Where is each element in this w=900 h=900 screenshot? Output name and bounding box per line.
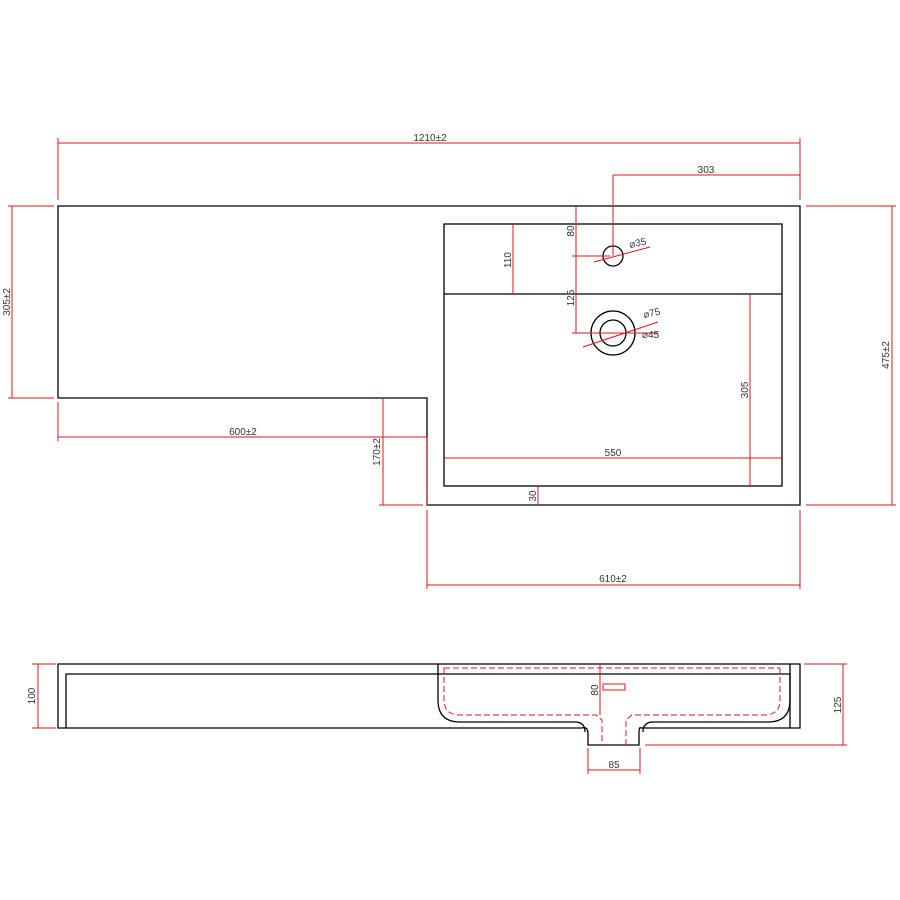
dim-label: 125 (833, 696, 844, 713)
dim-overall-width: 1210±2 (57, 133, 801, 200)
basin-hidden-line (443, 667, 781, 745)
dim-label: 125 (566, 289, 577, 306)
dim-total-height: 125 (645, 663, 847, 746)
dim-tap-offset: 303 (612, 165, 800, 256)
dim-label: 305±2 (2, 288, 13, 316)
side-inner (65, 673, 791, 728)
dim-label: 600±2 (229, 427, 257, 438)
top-outline (57, 205, 801, 506)
dim-total-depth: 475±2 (806, 205, 896, 506)
dim-top-height: 100 (27, 663, 56, 729)
side-view: 100 125 85 80 (27, 663, 847, 774)
dim-label: 1210±2 (413, 133, 447, 144)
dim-label: 110 (503, 252, 514, 268)
dim-tap-from-back: 80 125 (566, 206, 610, 334)
dim-waste-dia: ⌀75 ⌀45 (582, 307, 662, 348)
dim-waste-width: 85 (587, 748, 641, 774)
dim-tap-hole-dia: ⌀35 (593, 237, 651, 263)
dim-label: ⌀35 (628, 237, 647, 251)
dim-front-rim: 30 (528, 486, 539, 505)
overflow-slot (602, 683, 626, 691)
dim-left-depth: 305±2 (2, 205, 54, 399)
dim-label: 80 (566, 225, 577, 237)
dim-label: 550 (605, 448, 622, 459)
dim-label: 303 (698, 165, 715, 176)
top-view: 1210±2 303 305±2 475±2 600±2 170±2 610±2 (2, 133, 896, 589)
dim-label: 30 (528, 490, 539, 502)
dim-label: 305 (740, 381, 751, 398)
dim-label: 610±2 (599, 574, 627, 585)
basin-profile (437, 664, 791, 733)
dim-basin-depth: 305 (740, 294, 751, 486)
dim-basin-unit-width: 610±2 (426, 510, 801, 589)
dim-label: 100 (27, 687, 38, 704)
dim-label: 475±2 (881, 341, 892, 369)
dim-left-length: 600±2 (57, 402, 428, 505)
dim-step-depth: 170±2 (372, 398, 423, 506)
dim-basin-inner-depth: 80 (590, 664, 601, 715)
dim-label: 80 (590, 684, 601, 696)
dim-deck-depth: 110 (503, 224, 514, 294)
dim-label: 170±2 (372, 438, 383, 466)
dim-basin-width: 550 (444, 448, 782, 459)
dim-label: ⌀45 (642, 330, 660, 341)
dim-label: ⌀75 (642, 307, 661, 321)
dim-label: 85 (608, 760, 620, 771)
side-outline (57, 663, 801, 746)
